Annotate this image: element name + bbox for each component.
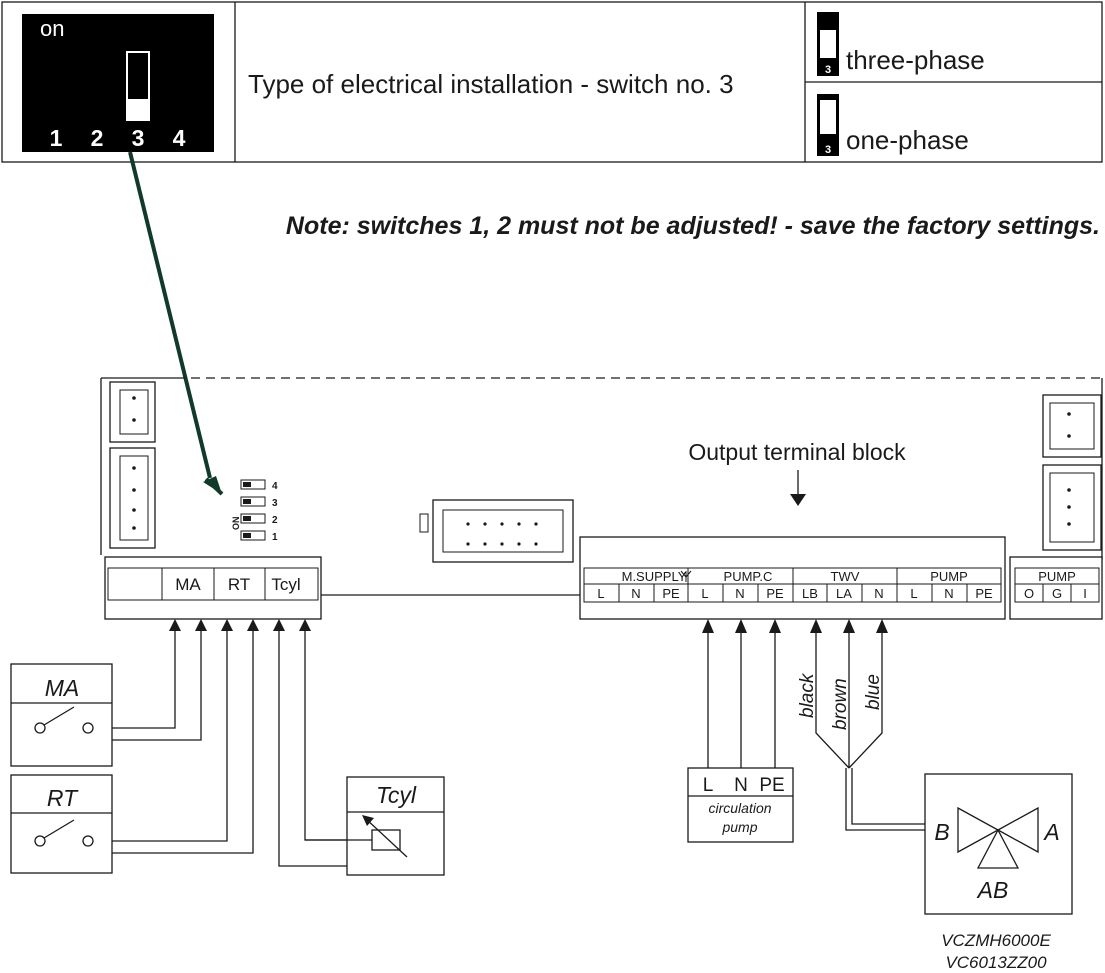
connector-small-right [1042, 394, 1102, 458]
out-terminal: PE [662, 586, 680, 601]
connector-small-left [109, 381, 156, 443]
out-terminal: L [701, 586, 708, 601]
valve-port-b: B [934, 819, 949, 845]
switch-number-2: 2 [91, 125, 104, 151]
pump-caption-line-2: pump [721, 819, 757, 835]
out-terminal: L [910, 586, 917, 601]
valve-model-1: VCZMH6000E [941, 931, 1051, 950]
control-board: 4 3 2 1 ON MA RT Tcyl [100, 377, 1103, 620]
rt-contact-device: RT [10, 774, 113, 874]
out-terminal: LB [802, 586, 818, 601]
svg-text:3: 3 [825, 64, 831, 76]
svg-text:L: L [703, 775, 714, 796]
installation-type-description: Type of electrical installation - switch… [248, 69, 734, 99]
wire-black: black [797, 672, 818, 718]
option-three-phase: three-phase [846, 45, 985, 75]
wire-brown: brown [830, 678, 851, 730]
middle-connector [419, 499, 574, 563]
dip-on-label: ON [231, 517, 241, 531]
svg-text:N: N [734, 775, 748, 796]
dip-switch-panel: on 1 2 3 4 [22, 14, 214, 152]
svg-text:3: 3 [825, 144, 831, 156]
group-m-supply: M.SUPPLY [622, 569, 687, 584]
terminal-ma: MA [175, 575, 201, 594]
switch-number-1: 1 [50, 125, 63, 151]
tcyl-sensor-device: Tcyl [305, 776, 445, 876]
output-wiring: black brown blue [702, 619, 925, 831]
circulation-pump-device: L N PE circulation pump [687, 767, 794, 843]
wire-blue: blue [863, 674, 884, 710]
switch-number-3: 3 [132, 125, 145, 151]
factory-settings-note: Note: switches 1, 2 must not be adjusted… [286, 212, 1100, 240]
switch-contact-icon [34, 706, 94, 734]
svg-text:PE: PE [759, 775, 784, 796]
ma-contact-device: MA [10, 663, 113, 767]
connector-large-right [1042, 464, 1102, 551]
ground-icon [680, 570, 692, 582]
pump-group-label: PUMP [1038, 569, 1076, 584]
leader-line [128, 151, 224, 496]
connector-large-left [109, 447, 156, 549]
out-terminal: N [874, 586, 883, 601]
group-pump-c: PUMP.C [724, 569, 773, 584]
switch-down-icon: 3 [817, 94, 839, 156]
switch-up-icon: 3 [817, 12, 839, 76]
terminal-rt: RT [228, 575, 250, 594]
valve-port-a: A [1042, 819, 1059, 845]
svg-text:1: 1 [272, 532, 278, 543]
output-terminal-block-label: Output terminal block [688, 439, 906, 465]
out-terminal: N [735, 586, 744, 601]
valve-symbol-icon [957, 806, 1039, 869]
switch-number-4: 4 [173, 125, 186, 151]
group-twv: TWV [831, 569, 860, 584]
output-terminal-block: M.SUPPLY PUMP.C TWV PUMP L N PE L N PE L… [579, 536, 1006, 620]
ma-label: MA [45, 675, 80, 701]
switch-contact-icon [34, 819, 94, 847]
out-terminal: LA [836, 586, 852, 601]
svg-text:2: 2 [272, 515, 278, 526]
valve-model-2: VC6013ZZ00 [945, 953, 1047, 972]
terminal-tcyl: Tcyl [271, 575, 300, 594]
board-dip-switch: 4 3 2 1 ON [231, 479, 278, 543]
tcyl-label: Tcyl [376, 782, 417, 808]
on-label: on [40, 16, 64, 41]
three-way-valve-device: B A AB [924, 773, 1073, 915]
out-terminal: N [944, 586, 953, 601]
pump-control-block: PUMP O G I [1009, 556, 1103, 620]
input-terminal-block: MA RT Tcyl [104, 556, 322, 620]
option-one-phase: one-phase [846, 125, 969, 155]
out-terminal: N [631, 586, 640, 601]
output-block-arrow [790, 470, 806, 506]
svg-text:3: 3 [272, 498, 278, 509]
switch-settings-table: on 1 2 3 4 Type of electrical installati… [1, 1, 1103, 163]
svg-text:I: I [1083, 586, 1087, 601]
out-terminal: PE [975, 586, 993, 601]
svg-text:G: G [1052, 586, 1062, 601]
out-terminal: PE [766, 586, 784, 601]
pump-caption-line-1: circulation [708, 800, 771, 816]
thermistor-icon [305, 815, 408, 858]
group-pump: PUMP [930, 569, 968, 584]
svg-text:O: O [1024, 586, 1034, 601]
rt-label: RT [47, 785, 79, 811]
out-terminal: L [597, 586, 604, 601]
svg-text:4: 4 [272, 481, 278, 492]
valve-port-ab: AB [976, 877, 1009, 903]
